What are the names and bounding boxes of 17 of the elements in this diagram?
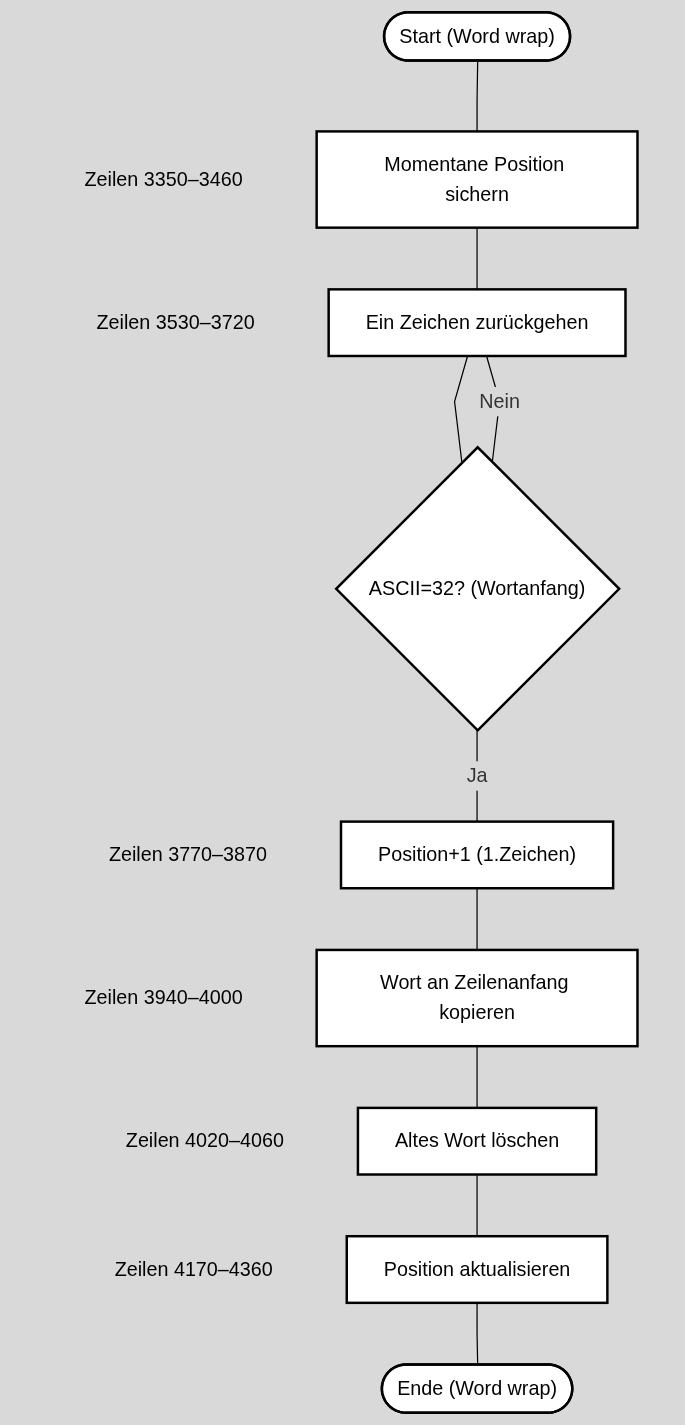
node-label: Zeilen 3350–3460: [84, 168, 243, 190]
node-label: Zeilen 3770–3870: [108, 843, 267, 865]
node-box: Altes Wort löschen: [356, 1106, 598, 1176]
node-label: Zeilen 4170–4360: [114, 1258, 273, 1280]
node-diamond: ASCII=32? (Wortanfang): [334, 445, 621, 733]
node-box: Momentane Position sichern: [315, 130, 639, 229]
connector: [476, 227, 478, 290]
node-label: Zeilen 4020–4060: [125, 1130, 284, 1152]
edge-label: Ja: [466, 764, 488, 786]
node-box: Position aktualisieren: [345, 1234, 609, 1305]
connector: [453, 355, 469, 464]
node-box: Wort an Zeilenanfang kopieren: [315, 948, 639, 1048]
node-box: Ein Zeichen zurückgehen: [327, 288, 627, 358]
node-label: Zeilen 3940–4000: [84, 986, 243, 1008]
node-label: Zeilen 3530–3720: [96, 311, 255, 333]
node-box: Position+1 (1.Zeichen): [339, 820, 615, 890]
edge-label: Nein: [479, 390, 520, 412]
